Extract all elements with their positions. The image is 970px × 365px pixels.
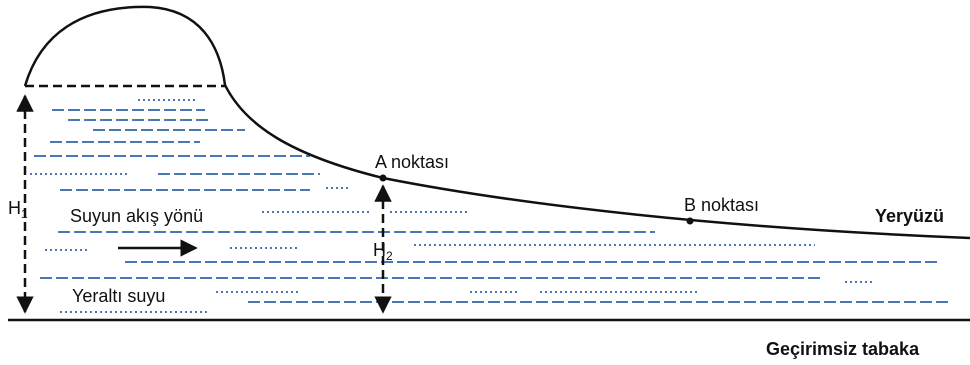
groundwater-label: Yeraltı suyu [72,286,165,306]
flow-direction-label: Suyun akış yönü [70,206,203,226]
surface-label: Yeryüzü [875,206,944,226]
ground-surface-line [23,5,970,240]
point-b-label: B noktası [684,195,759,215]
point-a-marker [379,174,387,182]
h1-label: H1 [8,198,28,221]
impermeable-layer-label: Geçirimsiz tabaka [766,339,920,359]
h2-label: H2 [373,240,393,263]
groundwater-lines [30,99,950,313]
point-a-label: A noktası [375,152,449,172]
point-b-marker [686,217,694,225]
